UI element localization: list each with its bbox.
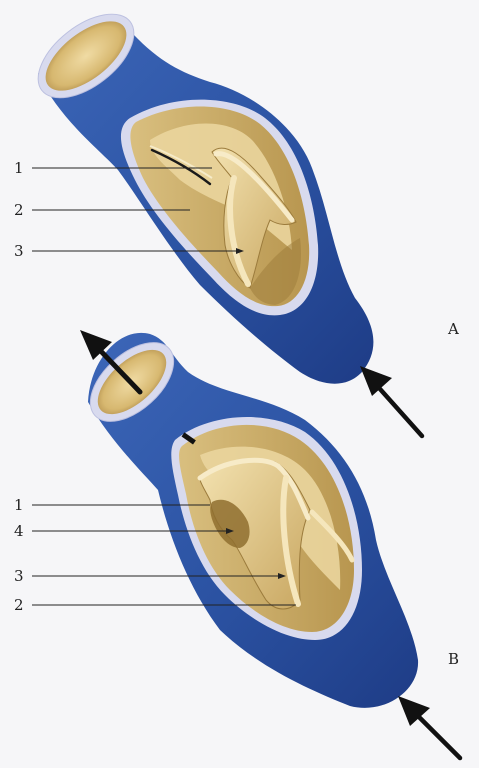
label-a-1: 1 (14, 160, 24, 176)
label-b-1: 1 (14, 497, 24, 513)
flow-arrow-icon (360, 366, 422, 436)
panel-letter-b: B (448, 650, 459, 668)
flow-arrow-icon (398, 696, 460, 758)
vein-a (23, 0, 373, 384)
label-b-3: 3 (14, 568, 24, 584)
label-a-2: 2 (14, 202, 24, 218)
panel-letter-a: A (448, 320, 459, 338)
vein-b (76, 328, 418, 708)
label-b-4: 4 (14, 523, 24, 539)
label-a-3: 3 (14, 243, 24, 259)
label-b-2: 2 (14, 597, 24, 613)
